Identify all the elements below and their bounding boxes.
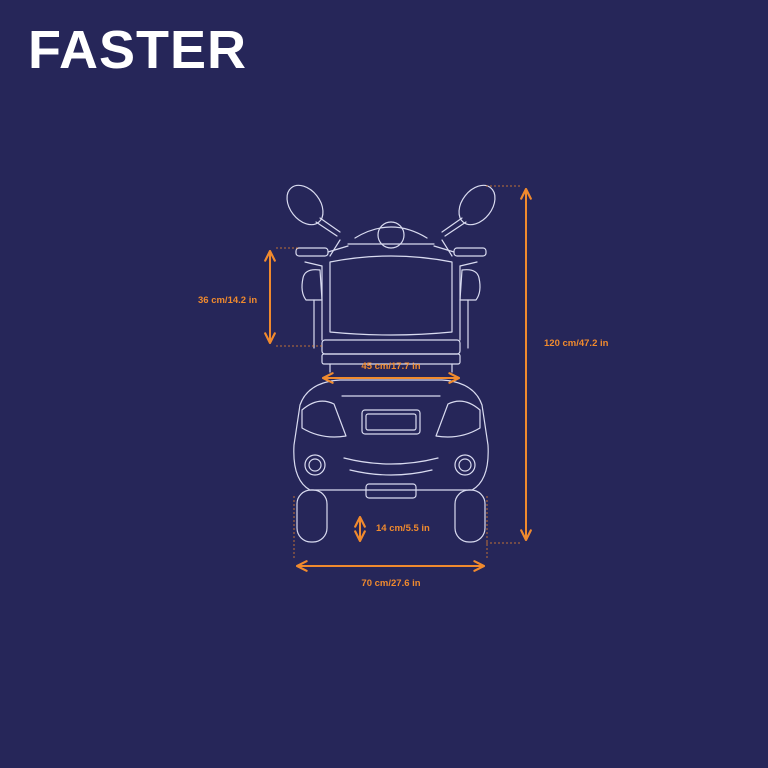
seat-back [321, 255, 461, 341]
right-fog-light [454, 454, 476, 476]
right-wheel [454, 489, 486, 543]
headlights [301, 400, 481, 476]
seat-height-label: 36 cm/14.2 in [198, 295, 257, 306]
front-wheels [296, 489, 486, 543]
front-body [293, 379, 489, 499]
left-mirror [286, 184, 341, 237]
armrests [301, 269, 481, 349]
right-mirror [441, 184, 496, 237]
total-width-dimension [293, 496, 488, 572]
brand-title: FASTER [28, 20, 248, 80]
license-plate [361, 409, 421, 435]
ground-clearance-label: 14 cm/5.5 in [376, 523, 430, 534]
mobility-scooter-outline [286, 184, 496, 543]
seat-cushion [321, 339, 461, 373]
dimension-annotations [264, 185, 532, 572]
left-wheel [296, 489, 328, 543]
total-height-dimension [486, 185, 532, 544]
seat-height-dimension [264, 247, 322, 347]
tiller-head [295, 221, 487, 267]
left-fog-light [304, 454, 326, 476]
seat-width-label: 45 cm/17.7 in [361, 361, 420, 372]
total-height-label: 120 cm/47.2 in [544, 338, 609, 349]
total-width-label: 70 cm/27.6 in [361, 578, 420, 589]
